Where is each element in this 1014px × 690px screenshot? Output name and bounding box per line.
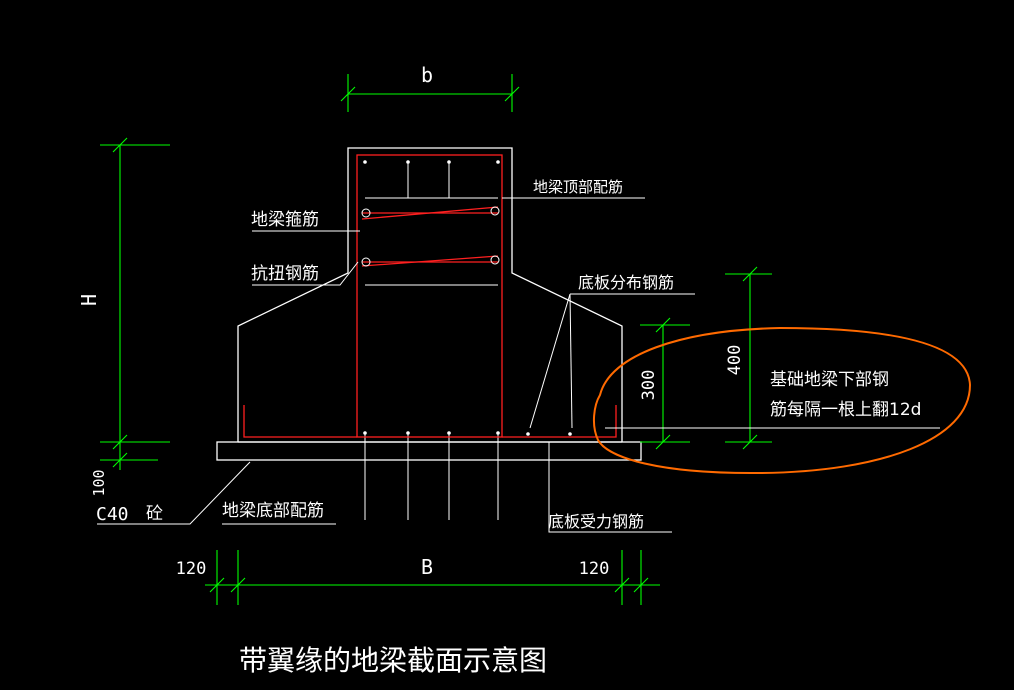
internal-rebar-details: [364, 162, 499, 520]
revision-cloud-ellipse: [592, 326, 972, 475]
dim-400: 400: [725, 345, 745, 376]
bottom-rebar-right-hook: [502, 405, 617, 438]
label-torsion: 抗扭钢筋: [251, 264, 319, 284]
label-bottom-rebar: 地梁底部配筋: [222, 501, 324, 521]
dim-100: 100: [90, 469, 108, 496]
dim-120-right: 120: [579, 559, 610, 579]
torsion-bar-2: [361, 255, 499, 267]
dim-300: 300: [639, 370, 659, 401]
label-stirrup: 地梁箍筋: [251, 210, 319, 230]
dim-B: B: [421, 555, 433, 579]
label-concrete-grade: C40: [96, 504, 129, 525]
label-slab-distribution: 底板分布钢筋: [578, 273, 674, 292]
rebar-dots: [363, 160, 572, 436]
rebar-hook-circles: [361, 206, 500, 267]
rebar-red: [243, 154, 617, 438]
dim-H: H: [77, 294, 101, 306]
diagram-caption: 带翼缘的地梁截面示意图: [239, 644, 547, 677]
dim-120-left: 120: [176, 559, 207, 579]
stirrup-rebar: [356, 154, 503, 438]
dimension-lines: [100, 74, 772, 605]
blinding-layer: [216, 441, 642, 461]
label-top-rebar: 地梁顶部配筋: [533, 178, 623, 196]
beam-and-flange-outline: [237, 147, 623, 442]
note-line-1: 基础地梁下部钢: [770, 370, 889, 390]
bottom-rebar-left-hook: [243, 405, 357, 438]
section-outline: [216, 147, 642, 461]
label-concrete-suffix: 砼: [146, 504, 163, 524]
leader-lines: [97, 197, 940, 533]
note-line-2: 筋每隔一根上翻12d: [770, 400, 921, 420]
label-slab-main: 底板受力钢筋: [548, 512, 644, 531]
dim-b: b: [421, 63, 433, 87]
